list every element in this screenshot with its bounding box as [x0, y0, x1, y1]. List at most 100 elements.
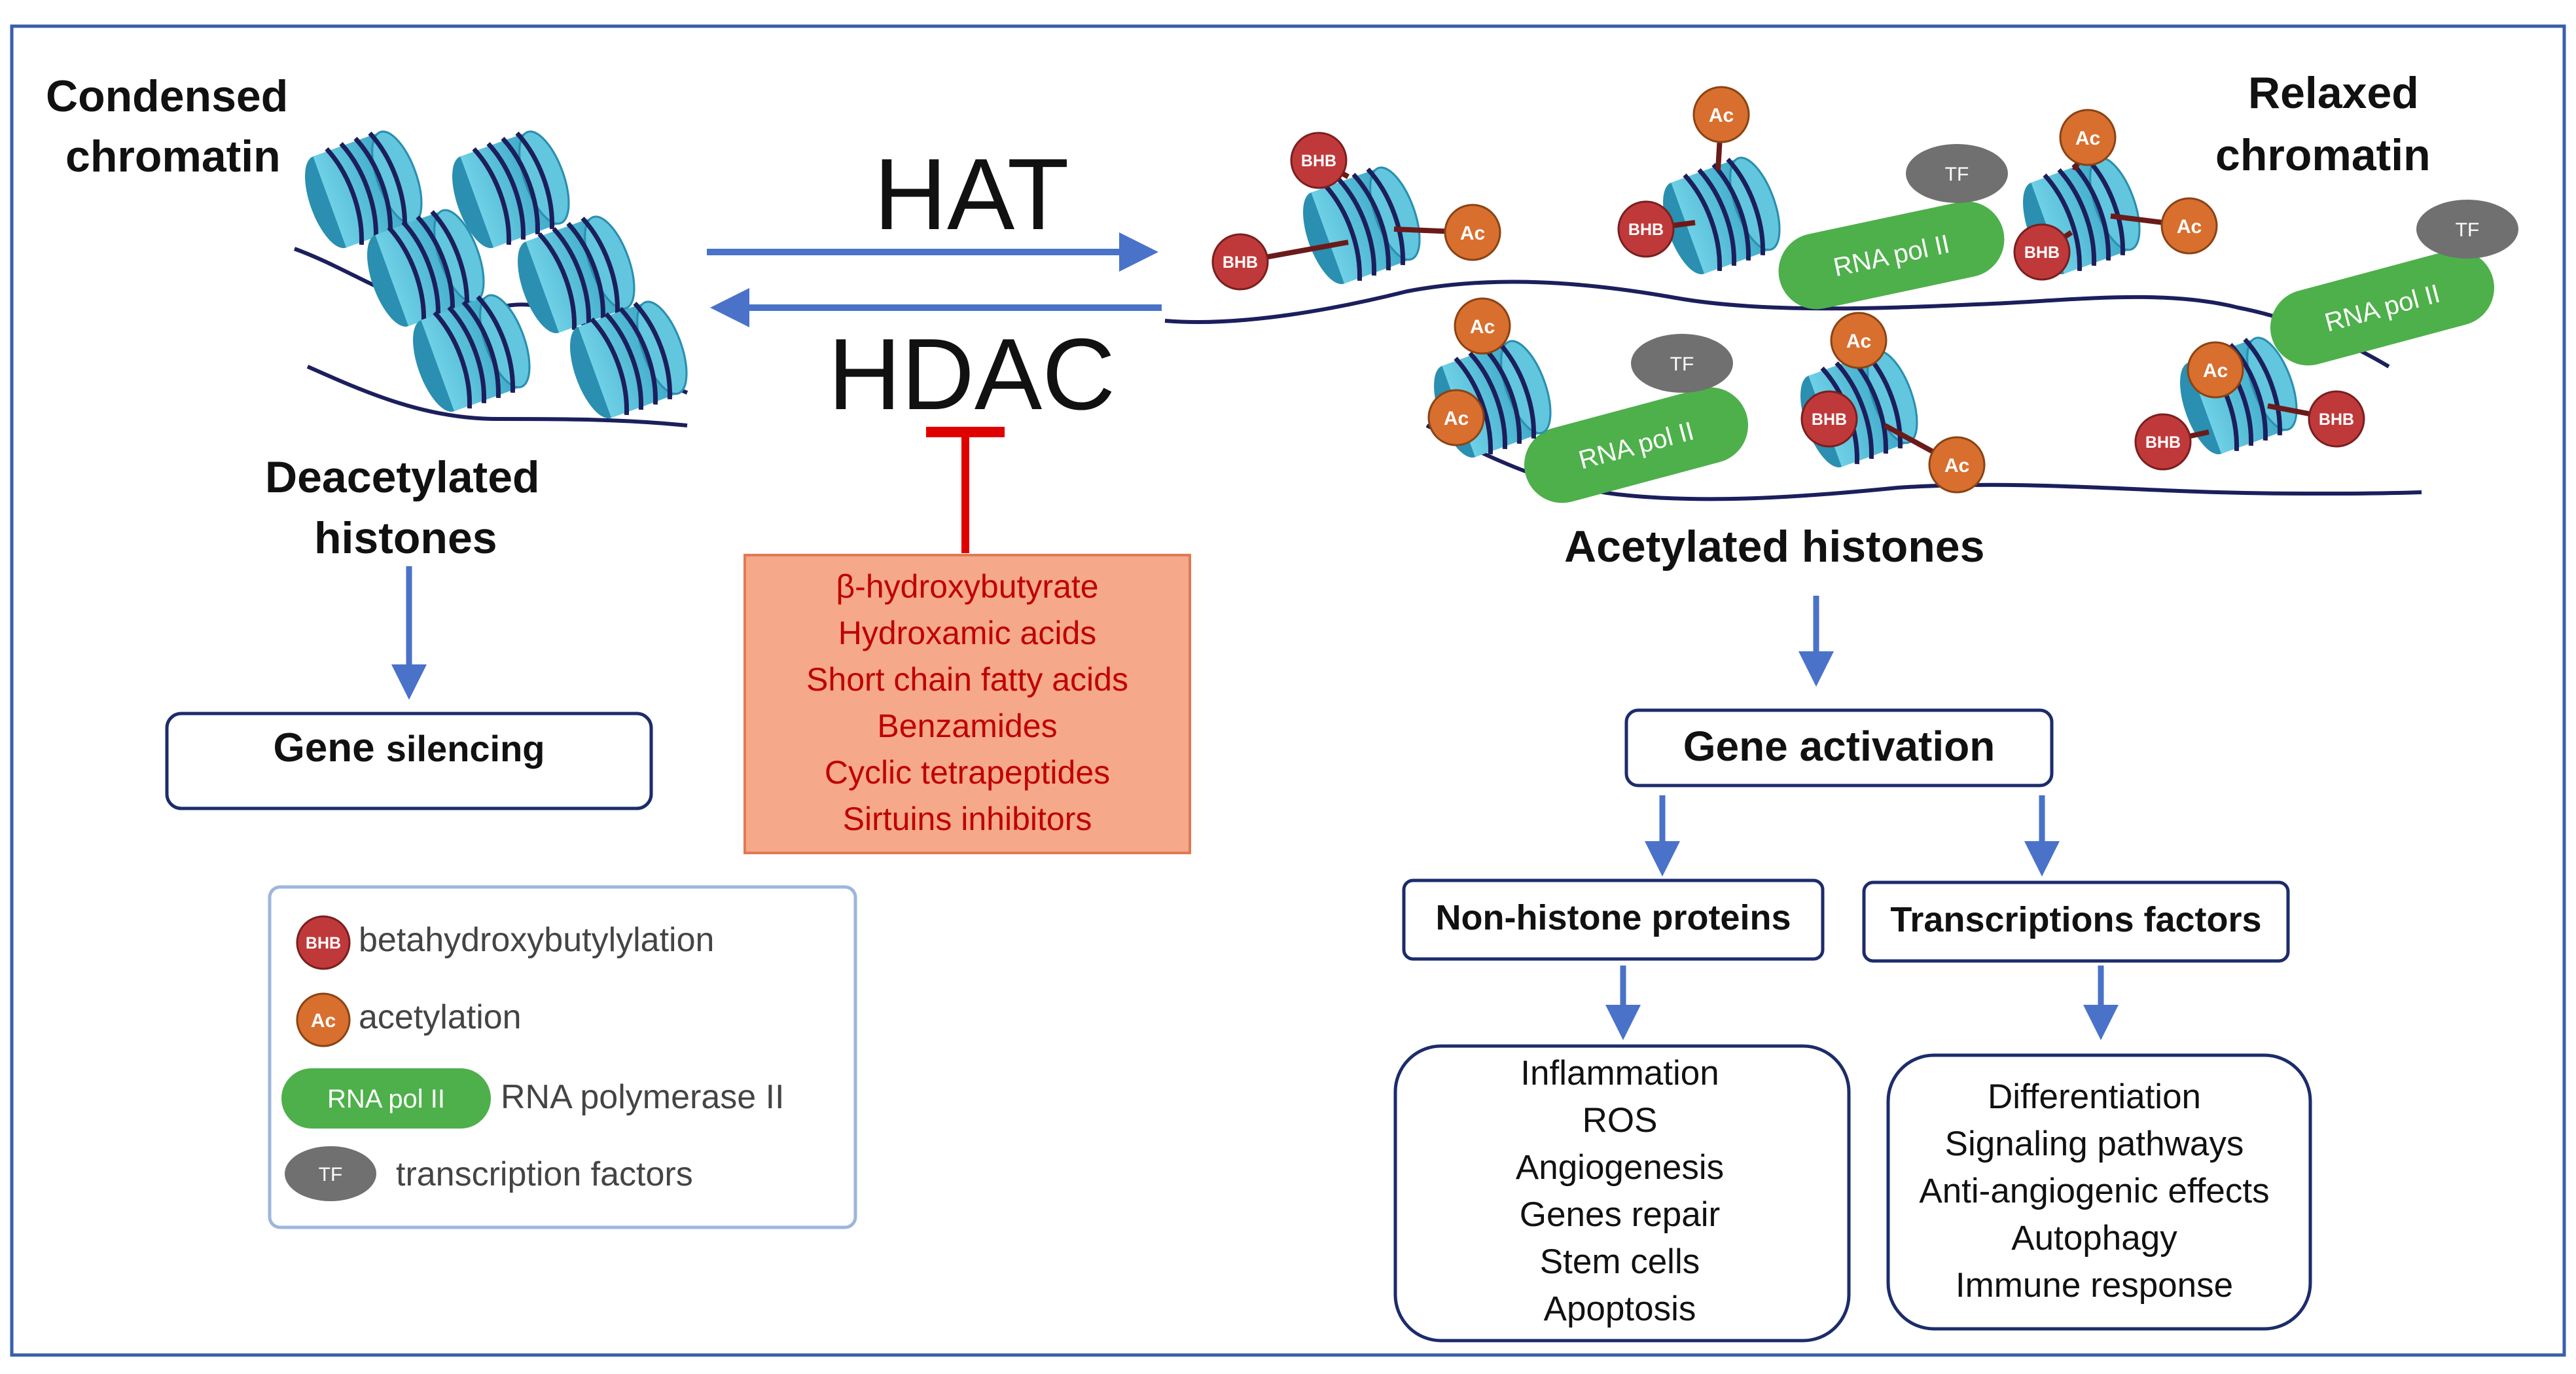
svg-text:RNA pol II: RNA pol II	[327, 1085, 445, 1113]
nucleosome-shape	[1663, 156, 1781, 275]
ac-mark-icon: Ac	[1692, 86, 1750, 143]
svg-text:TF: TF	[1945, 164, 1969, 185]
legend-tf-text: transcription factors	[396, 1155, 693, 1193]
bhb-mark-icon: BHB	[1211, 233, 1269, 291]
svg-text:TF: TF	[319, 1164, 343, 1185]
ac-mark-icon: Ac	[2059, 109, 2117, 166]
gene-silencing-text: Gene silencing	[273, 725, 545, 770]
nucleosome-shape	[367, 209, 485, 327]
ac-mark-icon: Ac	[2187, 341, 2244, 399]
transcription-box	[1862, 880, 2290, 963]
transcription-outcome: Immune response	[1956, 1266, 2233, 1305]
deacetylated-label-line2: histones	[314, 513, 497, 563]
hat-label: HAT	[874, 137, 1069, 251]
inhibitor-box	[743, 554, 1191, 854]
gene-silencing-rest: silencing	[386, 728, 545, 769]
relaxed-label-line1: Relaxed	[2248, 68, 2419, 118]
svg-text:BHB: BHB	[2024, 244, 2060, 262]
legend-box	[268, 885, 857, 1229]
condensed-chromatin-illustration	[293, 130, 689, 427]
bhb-mark-icon: BHB	[1617, 200, 1675, 258]
non-histone-outcome: Angiogenesis	[1516, 1148, 1724, 1187]
svg-text:BHB: BHB	[2145, 433, 2181, 452]
non-histone-title: Non-histone proteins	[1436, 898, 1791, 937]
acetylated-label: Acetylated histones	[1564, 522, 1984, 571]
inhibitor-item: Hydroxamic acids	[838, 615, 1097, 651]
ac-mark-icon: Ac	[1444, 204, 1501, 261]
inhibitor-item: Benzamides	[877, 708, 1057, 744]
ac-mark-icon: Ac	[1830, 312, 1887, 369]
legend-ac-icon: Ac	[296, 992, 351, 1047]
outer-frame	[10, 24, 2566, 1357]
svg-text:BHB: BHB	[1223, 253, 1258, 272]
inhibitor-item: Short chain fatty acids	[806, 661, 1128, 698]
legend-bhb-icon: BHB	[296, 915, 351, 970]
transcription-outcome: Autophagy	[2011, 1219, 2177, 1257]
non-histone-outcome: ROS	[1583, 1101, 1658, 1140]
nucleosome-shape	[518, 215, 635, 334]
condensed-label-line2: chromatin	[65, 132, 281, 181]
bhb-mark-icon: BHB	[2308, 390, 2365, 448]
legend-rna-pol-text: RNA polymerase II	[501, 1078, 785, 1116]
transcription-title: Transcriptions factors	[1890, 900, 2261, 939]
bhb-mark-icon: BHB	[2134, 413, 2192, 471]
non-histone-box	[1402, 878, 1825, 961]
inhibitor-item: β-hydroxybutyrate	[836, 568, 1098, 605]
svg-text:BHB: BHB	[1301, 152, 1336, 170]
gene-activation-box	[1624, 708, 2054, 787]
svg-text:Ac: Ac	[1444, 408, 1469, 429]
transcription-outcome: Differentiation	[1988, 1077, 2201, 1116]
svg-text:BHB: BHB	[1628, 221, 1664, 239]
gene-silencing-box	[165, 712, 653, 810]
inhibitor-item: Sirtuins inhibitors	[843, 801, 1092, 837]
condensed-label-line1: Condensed	[46, 71, 288, 121]
svg-text:Ac: Ac	[311, 1010, 336, 1032]
svg-text:BHB: BHB	[2319, 410, 2354, 429]
gene-silencing-bold: Gene	[273, 725, 374, 770]
rna-pol-shape: RNA pol II	[1524, 387, 1749, 503]
svg-text:Ac: Ac	[2177, 216, 2202, 238]
svg-text:BHB: BHB	[306, 934, 341, 952]
bhb-mark-icon: BHB	[2013, 223, 2071, 281]
ac-mark-icon: Ac	[1928, 436, 1986, 494]
bhb-mark-icon: BHB	[1290, 132, 1348, 189]
transcription-outcomes-box	[1886, 1053, 2312, 1331]
svg-text:Ac: Ac	[2075, 128, 2100, 149]
ac-mark-icon: Ac	[1427, 389, 1485, 446]
hdac-label: HDAC	[828, 317, 1115, 431]
non-histone-outcome: Inflammation	[1520, 1054, 1719, 1093]
nucleosome-shape	[570, 300, 688, 419]
svg-text:Ac: Ac	[1944, 455, 1969, 477]
svg-text:Ac: Ac	[1460, 223, 1485, 244]
nucleosome-shape	[1303, 166, 1421, 285]
nucleosome-shape	[305, 130, 423, 249]
svg-text:Ac: Ac	[1709, 105, 1734, 126]
transcription-outcome: Anti-angiogenic effects	[1919, 1172, 2269, 1210]
legend-rna-pol-icon: RNA pol II	[281, 1068, 491, 1129]
inhibitor-item: Cyclic tetrapeptides	[825, 754, 1110, 791]
svg-text:BHB: BHB	[1812, 410, 1847, 429]
nucleosome-shape	[413, 294, 531, 412]
non-histone-outcome: Stem cells	[1540, 1242, 1700, 1281]
legend-tf-icon: TF	[285, 1146, 376, 1201]
tf-shape: TF	[1906, 144, 2008, 203]
svg-text:Ac: Ac	[1470, 316, 1495, 338]
non-histone-outcomes-box	[1393, 1044, 1851, 1343]
legend-bhb-text: betahydroxybutylylation	[359, 921, 714, 959]
rna-pol-shape: RNA pol II	[2270, 249, 2495, 366]
transcription-outcome: Signaling pathways	[1945, 1125, 2244, 1163]
non-histone-outcome: Genes repair	[1520, 1195, 1720, 1234]
svg-text:Ac: Ac	[2203, 360, 2228, 382]
ac-mark-icon: Ac	[2160, 197, 2218, 255]
relaxed-label-line2: chromatin	[2215, 130, 2431, 180]
gene-activation-text: Gene activation	[1683, 723, 1995, 770]
nucleosome-shape	[452, 130, 570, 249]
rna-pol-shape: RNA pol II	[1778, 201, 2005, 310]
tf-shape: TF	[1631, 334, 1733, 393]
bhb-mark-icon: BHB	[1800, 390, 1858, 448]
legend-ac-text: acetylation	[359, 998, 522, 1036]
svg-text:Ac: Ac	[1846, 331, 1871, 352]
